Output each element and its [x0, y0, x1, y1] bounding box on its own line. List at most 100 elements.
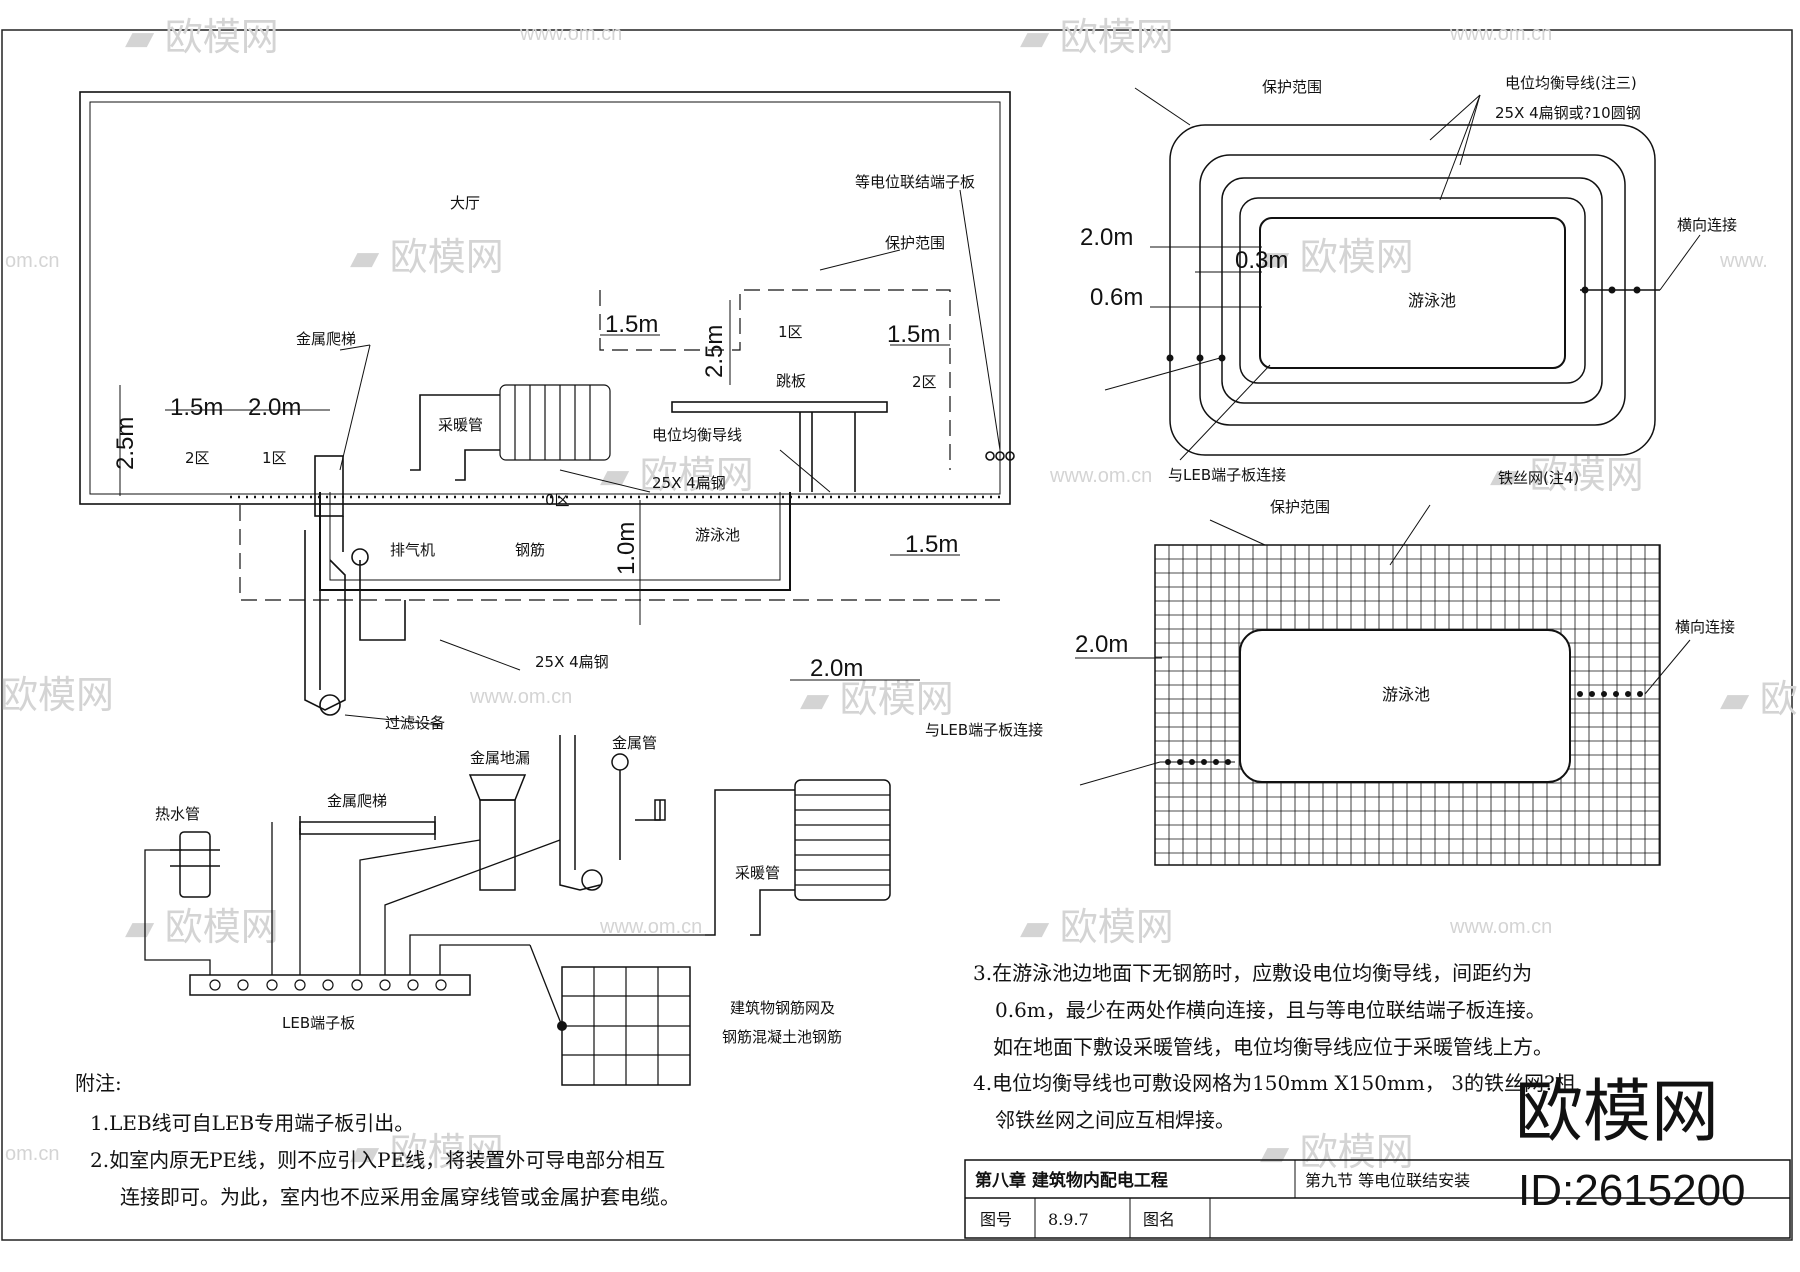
- zone0-label: 0区: [545, 491, 570, 509]
- dim-2-5m-mid: 2.5m: [701, 325, 728, 378]
- mr-cross-label: 横向连接: [1675, 618, 1735, 636]
- sheet-border: [1, 29, 1793, 1241]
- svg-text:▰ 欧: ▰ 欧: [1720, 679, 1798, 721]
- rebar-label: 钢筋: [515, 541, 545, 559]
- svg-text:▰ 欧模网: ▰ 欧模网: [1020, 907, 1174, 949]
- svg-text:▰ 欧模网: ▰ 欧模网: [125, 907, 279, 949]
- svg-text:▰ 欧模网: ▰ 欧模网: [125, 17, 279, 59]
- tr-protect-range: 保护范围: [1262, 78, 1322, 96]
- grid-node: [557, 1021, 567, 1031]
- svg-text:▰ 欧模网: ▰ 欧模网: [1020, 17, 1174, 59]
- leb-holes: [209, 979, 447, 991]
- drain-label: 金属地漏: [470, 749, 530, 767]
- dim-1-5m-low: 1.5m: [905, 531, 958, 558]
- chapter-label: 第八章 建筑物内配电工程: [975, 1170, 1168, 1191]
- fig-no-value: 8.9.7: [1048, 1210, 1089, 1229]
- note-4a: 4.电位均衡导线也可敷设网格为150mm X150mm， 3的铁丝网?相: [973, 1071, 1575, 1095]
- ladder-label: 金属爬梯: [296, 330, 356, 348]
- rebar-mesh-label-1: 建筑物钢筋网及: [730, 999, 835, 1017]
- svg-text:om.cn: om.cn: [5, 250, 59, 272]
- mid-right-nodes: [1165, 691, 1643, 765]
- lower-heating-pipe-label: 采暖管: [735, 864, 780, 882]
- fig-no-label: 图号: [980, 1210, 1012, 1229]
- svg-text:▰ 欧模网: ▰ 欧模网: [800, 679, 954, 721]
- note-3a: 3.在游泳池边地面下无钢筋时，应敷设电位均衡导线，间距约为: [973, 961, 1532, 985]
- tr-dim-0-3m: 0.3m: [1235, 247, 1288, 274]
- pool-label: 游泳池: [695, 526, 740, 544]
- tr-conductor-spec: 25X 4扁钢或?10圆钢: [1495, 104, 1641, 122]
- top-right-diagram: [1104, 87, 1701, 461]
- lower-ladder-label: 金属爬梯: [327, 792, 387, 810]
- dim-2-0m-left: 2.0m: [248, 394, 301, 421]
- svg-text:www.om.cn: www.om.cn: [1449, 916, 1552, 938]
- heating-pipe-label: 采暖管: [438, 416, 483, 434]
- top-right-labels: 保护范围 电位均衡导线(注三) 25X 4扁钢或?10圆钢 2.0m 0.3m …: [1080, 74, 1737, 484]
- svg-text:▰ 欧模网: ▰ 欧模网: [350, 1132, 504, 1174]
- hot-water-label: 热水管: [155, 805, 200, 823]
- tr-leb-label: 与LEB端子板连接: [1168, 466, 1286, 484]
- zone2-label-left: 2区: [185, 449, 210, 467]
- note-2b: 连接即可。为此，室内也不应采用金属穿线管或金属护套电缆。: [120, 1185, 680, 1209]
- svg-text:▰ 欧模网: ▰ 欧模网: [1260, 1132, 1414, 1174]
- notes-right: 3.在游泳池边地面下无钢筋时，应敷设电位均衡导线，间距约为 0.6m，最少在两处…: [973, 961, 1575, 1132]
- mr-dim-2-0m: 2.0m: [1075, 631, 1128, 658]
- mr-pool-label: 游泳池: [1382, 685, 1430, 704]
- tr-pool-label: 游泳池: [1408, 291, 1456, 310]
- mr-mesh-label: 铁丝网(注4): [1498, 469, 1579, 487]
- note-4b: 邻铁丝网之间应互相焊接。: [995, 1108, 1235, 1132]
- dim-1-5m-right: 1.5m: [887, 321, 940, 348]
- svg-text:www.om.cn: www.om.cn: [519, 23, 622, 45]
- flat-steel-label-a: 25X 4扁钢: [652, 474, 726, 492]
- svg-text:www.om.cn: www.om.cn: [1449, 23, 1552, 45]
- mr-protect-range: 保护范围: [1270, 498, 1330, 516]
- svg-text:▰ 欧模网: ▰ 欧模网: [350, 237, 504, 279]
- note-3b: 0.6m，最少在两处作横向连接，且与等电位联结端子板连接。: [995, 998, 1546, 1022]
- svg-text:www.: www.: [1719, 250, 1768, 272]
- note-1: 1.LEB线可自LEB专用端子板引出。: [90, 1111, 414, 1135]
- leb-bar-label: LEB端子板: [282, 1014, 355, 1032]
- svg-text:www.om.cn: www.om.cn: [599, 916, 702, 938]
- rebar-mesh-label-2: 钢筋混凝土池钢筋: [722, 1028, 842, 1046]
- hall-label: 大厅: [450, 194, 480, 212]
- note-3c: 如在地面下敷设采暖管线，电位均衡导线应位于采暖管线上方。: [993, 1035, 1553, 1059]
- main-plan-labels: 大厅 等电位联结端子板 保护范围 1区 2区 2区 1区 0区 跳板 金属爬梯 …: [112, 173, 975, 732]
- metal-pipe-label: 金属管: [612, 734, 657, 752]
- title-block: [964, 1159, 1791, 1239]
- tr-dim-2-0m: 2.0m: [1080, 224, 1133, 251]
- zone2-label: 2区: [912, 373, 937, 391]
- protect-range-label: 保护范围: [885, 234, 945, 252]
- svg-text:欧模网: 欧模网: [0, 675, 114, 717]
- fig-name-label: 图名: [1143, 1210, 1175, 1229]
- brand-stamp: 欧模网 ID:2615200: [1515, 1073, 1746, 1215]
- notes-title: 附注:: [75, 1071, 122, 1095]
- svg-text:▰ 欧模网: ▰ 欧模网: [600, 455, 754, 497]
- zone1-label: 1区: [778, 323, 803, 341]
- dim-2-0m-low: 2.0m: [810, 655, 863, 682]
- svg-text:www.om.cn: www.om.cn: [469, 686, 572, 708]
- tr-cross-label: 横向连接: [1677, 216, 1737, 234]
- equal-conductor-label: 电位均衡导线: [652, 426, 742, 444]
- filter-label: 过滤设备: [385, 714, 445, 732]
- svg-text:▰ 欧模网: ▰ 欧模网: [1490, 455, 1644, 497]
- mid-right-diagram: [1075, 504, 1691, 866]
- section-label: 第九节 等电位联结安装: [1305, 1171, 1470, 1190]
- main-plan: [79, 91, 1015, 726]
- title-block-labels: 第八章 建筑物内配电工程 第九节 等电位联结安装 图号 8.9.7 图名: [975, 1170, 1470, 1229]
- svg-text:▰ 欧模网: ▰ 欧模网: [1260, 237, 1414, 279]
- top-right-nodes: [1166, 286, 1641, 362]
- stamp-id: ID:2615200: [1518, 1166, 1746, 1215]
- lower-left-diagram: [144, 735, 891, 1086]
- dim-2-5m-left: 2.5m: [112, 417, 139, 470]
- stamp-brand: 欧模网: [1515, 1073, 1719, 1152]
- diving-board-label: 跳板: [776, 372, 806, 390]
- flat-steel-label-b: 25X 4扁钢: [535, 653, 609, 671]
- svg-text:om.cn: om.cn: [5, 1143, 59, 1165]
- tr-dim-0-6m: 0.6m: [1090, 284, 1143, 311]
- lower-left-labels: 热水管 金属爬梯 金属地漏 金属管 采暖管 LEB端子板 建筑物钢筋网及 钢筋混…: [155, 734, 842, 1046]
- terminal-board-label: 等电位联结端子板: [855, 173, 975, 191]
- dim-1-5m-left: 1.5m: [170, 394, 223, 421]
- tr-conductor-note: 电位均衡导线(注三): [1505, 74, 1637, 92]
- notes-left: 附注: 1.LEB线可自LEB专用端子板引出。 2.如室内原无PE线，则不应引入…: [75, 1071, 680, 1209]
- mr-leb-label: 与LEB端子板连接: [925, 721, 1043, 739]
